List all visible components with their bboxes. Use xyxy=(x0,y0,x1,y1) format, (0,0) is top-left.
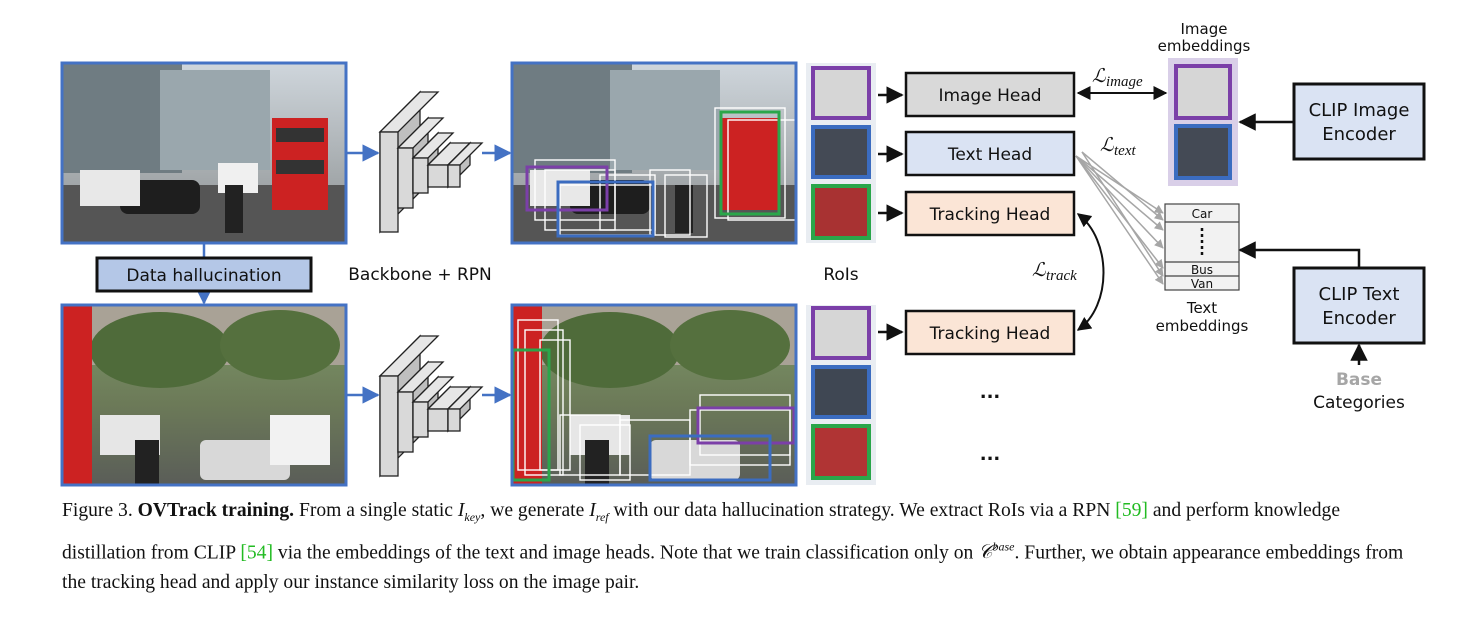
data-hallucination-label: Data hallucination xyxy=(126,266,281,286)
clip-image-encoder-label-line2: Encoder xyxy=(1322,124,1396,145)
blue-connectors xyxy=(195,144,512,404)
i-key-main: I xyxy=(457,500,465,521)
caption-text-4: and perform knowledge distillation from … xyxy=(62,500,1341,564)
caption-text-3: with our data hallucination strategy. We… xyxy=(613,500,1111,521)
tracking-head-bottom-box xyxy=(904,309,1076,356)
clip-text-encoder-label-line1: CLIP Text xyxy=(1319,284,1400,305)
ovtrack-diagram: Data hallucination Backbone + RPN RoIs I… xyxy=(60,20,1426,487)
i-key: Ikey xyxy=(457,500,481,524)
reference-frame-image xyxy=(60,303,348,487)
figure-number: Figure 3. xyxy=(62,500,133,521)
key-frame-image xyxy=(60,61,348,245)
image-embedding-thumb-1 xyxy=(1174,64,1232,120)
text-head-box xyxy=(904,130,1076,177)
image-head-box xyxy=(904,71,1076,118)
text-embedding-row-car: Car xyxy=(1192,207,1213,221)
c-base-main: 𝒞 xyxy=(978,542,993,564)
key-frame-rois-image xyxy=(510,61,798,245)
citation-54[interactable]: [54] xyxy=(240,542,273,564)
clip-text-encoder-label-line2: Encoder xyxy=(1322,308,1396,329)
i-ref-main: I xyxy=(589,500,596,521)
rois-label: RoIs xyxy=(823,265,858,285)
loss-text-symbol: ℒ xyxy=(1100,135,1115,156)
loss-image-symbol: ℒ xyxy=(1092,66,1107,87)
clip-image-encoder-label-line1: CLIP Image xyxy=(1309,100,1410,121)
clip-image-encoder-box xyxy=(1292,82,1426,161)
text-embeddings-label-line2: embeddings xyxy=(1156,317,1249,335)
text-head-label: Text Head xyxy=(947,145,1032,165)
clip-text-encoder-box xyxy=(1292,266,1426,345)
backbone-bottom xyxy=(378,334,484,478)
track-loss-arrow xyxy=(1076,213,1105,331)
roi-thumbnails xyxy=(811,66,871,480)
reference-frame-rois-image xyxy=(510,303,798,487)
text-embedding-row-van: Van xyxy=(1191,277,1213,291)
categories-label: Categories xyxy=(1313,393,1405,413)
c-base: 𝒞base xyxy=(978,539,1015,564)
text-embeddings-table xyxy=(1164,203,1240,291)
tracking-head-top-label: Tracking Head xyxy=(929,205,1051,225)
i-ref-sub: ref xyxy=(595,509,609,524)
data-hallucination-box xyxy=(95,256,313,293)
caption-text-6: . Further, we obtain appearance embeddin… xyxy=(62,542,1404,594)
backbone-rpn-label: Backbone + RPN xyxy=(348,265,492,285)
caption-text-5: via the embeddings of the text and image… xyxy=(277,542,974,564)
roi-to-head-arrows xyxy=(878,86,904,341)
text-similarity-arrows xyxy=(1075,151,1164,285)
loss-track-sub: track xyxy=(1046,268,1077,284)
text-embedding-row-bus: Bus xyxy=(1191,263,1213,277)
tracking-head-top-box xyxy=(904,190,1076,237)
ellipsis-2: ... xyxy=(980,444,1001,465)
base-label: Base xyxy=(1336,370,1382,390)
loss-image-sub: image xyxy=(1106,74,1143,90)
tracking-head-bottom-label: Tracking Head xyxy=(929,324,1051,344)
loss-track-symbol: ℒ xyxy=(1032,260,1047,281)
backbone-top xyxy=(378,90,484,234)
i-ref: Iref xyxy=(589,500,609,524)
citation-59[interactable]: [59] xyxy=(1115,500,1148,521)
image-embedding-thumb-2 xyxy=(1174,124,1232,180)
caption-text-2: , we generate xyxy=(480,500,585,521)
c-base-sup: base xyxy=(992,539,1015,554)
clip-text-arrow xyxy=(1238,241,1361,268)
ellipsis-1: ... xyxy=(980,382,1001,403)
text-embeddings-label-line1: Text xyxy=(1186,299,1217,317)
image-head-label: Image Head xyxy=(938,86,1041,106)
loss-text-sub: text xyxy=(1114,143,1136,159)
image-embeddings-label-line2: embeddings xyxy=(1158,37,1251,55)
i-key-sub: key xyxy=(464,509,481,524)
image-embeddings-label-line1: Image xyxy=(1181,20,1228,38)
caption-text-1: From a single static xyxy=(298,500,453,521)
caption-title: OVTrack training. xyxy=(137,500,295,521)
figure-caption: Figure 3. OVTrack training. From a singl… xyxy=(62,496,1418,598)
